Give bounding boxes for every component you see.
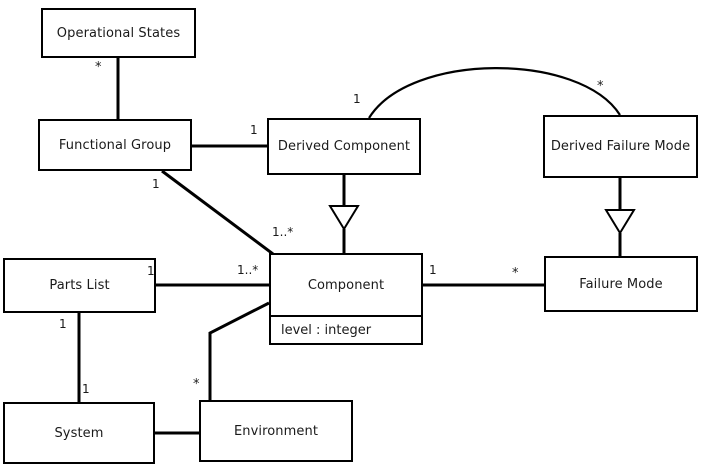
multiplicity-functional-group-component-near: 1 [152, 177, 160, 191]
class-box-operational-states[interactable]: Operational States [41, 8, 196, 58]
class-name-environment: Environment [233, 423, 319, 439]
multiplicity-parts-list-system-far: 1 [82, 382, 90, 396]
class-name-functional-group: Functional Group [58, 137, 172, 153]
multiplicity-parts-list-system-near: 1 [59, 317, 67, 331]
generalization-triangle-derived-failure-mode [604, 209, 636, 235]
multiplicity-functional-group-derived-component: 1 [250, 123, 258, 137]
multiplicity-functional-group-component-far: 1..* [272, 225, 294, 239]
multiplicity-operational-states-functional-group: * [95, 60, 102, 75]
class-box-functional-group[interactable]: Functional Group [38, 119, 192, 171]
class-name-derived-component: Derived Component [277, 139, 411, 154]
class-box-derived-failure-mode[interactable]: Derived Failure Mode [543, 115, 698, 178]
multiplicity-derived-component-arc-near: 1 [353, 92, 361, 106]
class-name-component: Component [307, 277, 385, 293]
association-functional-group-component [161, 169, 274, 256]
class-box-environment[interactable]: Environment [199, 400, 353, 462]
multiplicity-derived-failure-mode-arc-far: * [597, 79, 604, 94]
association-derived-component-derived-failure-mode [368, 67, 621, 119]
class-name-operational-states: Operational States [56, 25, 181, 41]
class-name-failure-mode: Failure Mode [579, 276, 663, 292]
class-box-system[interactable]: System [3, 402, 155, 464]
class-box-parts-list[interactable]: Parts List [3, 258, 156, 313]
class-name-system: System [54, 425, 104, 441]
multiplicity-component-failure-mode-far: * [512, 266, 519, 281]
multiplicity-parts-list-component-far: 1..* [237, 263, 259, 277]
class-box-failure-mode[interactable]: Failure Mode [544, 256, 698, 312]
generalization-triangle-derived-component [328, 205, 360, 231]
class-box-component[interactable]: Component level : integer [269, 253, 423, 345]
class-box-derived-component[interactable]: Derived Component [267, 118, 421, 175]
class-attribute-component-level: level : integer [271, 315, 421, 343]
multiplicity-component-failure-mode-near: 1 [429, 263, 437, 277]
class-name-derived-failure-mode: Derived Failure Mode [550, 139, 691, 154]
class-name-parts-list: Parts List [49, 278, 110, 293]
multiplicity-parts-list-component-near: 1 [147, 264, 155, 278]
multiplicity-environment-component: * [193, 377, 200, 392]
association-component-environment [208, 301, 270, 400]
